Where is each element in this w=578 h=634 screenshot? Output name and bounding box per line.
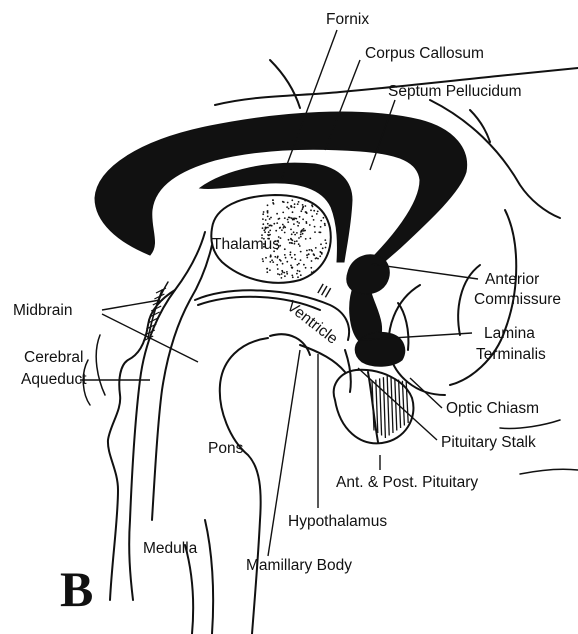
label-anterior: Anterior — [485, 271, 539, 288]
label-hypothalamus: Hypothalamus — [288, 513, 387, 530]
label-pons: Pons — [208, 440, 244, 457]
label-optic-chiasm: Optic Chiasm — [446, 400, 539, 417]
label-fornix: Fornix — [326, 11, 369, 28]
label-commissure: Commissure — [474, 291, 561, 308]
label-aqueduct: Aqueduct — [21, 371, 87, 388]
labels: Fornix Corpus Callosum Septum Pellucidum… — [13, 11, 561, 617]
label-midbrain: Midbrain — [13, 302, 72, 319]
label-thalamus: Thalamus — [212, 236, 280, 253]
pituitary-shape — [334, 370, 414, 444]
label-cerebral: Cerebral — [24, 349, 83, 366]
label-mamillary-body: Mamillary Body — [246, 557, 352, 574]
label-corpus-callosum: Corpus Callosum — [365, 45, 484, 62]
label-septum-pellucidum: Septum Pellucidum — [388, 83, 522, 100]
label-pituitary-stalk: Pituitary Stalk — [441, 434, 536, 451]
panel-letter: B — [60, 561, 93, 617]
label-terminalis: Terminalis — [476, 346, 546, 363]
corpus-callosum-shape — [95, 112, 467, 346]
label-medulla: Medulla — [143, 540, 198, 557]
label-ant-post-pituitary: Ant. & Post. Pituitary — [336, 474, 478, 491]
label-ventricle-numeral: III — [314, 281, 334, 302]
label-lamina: Lamina — [484, 325, 535, 342]
